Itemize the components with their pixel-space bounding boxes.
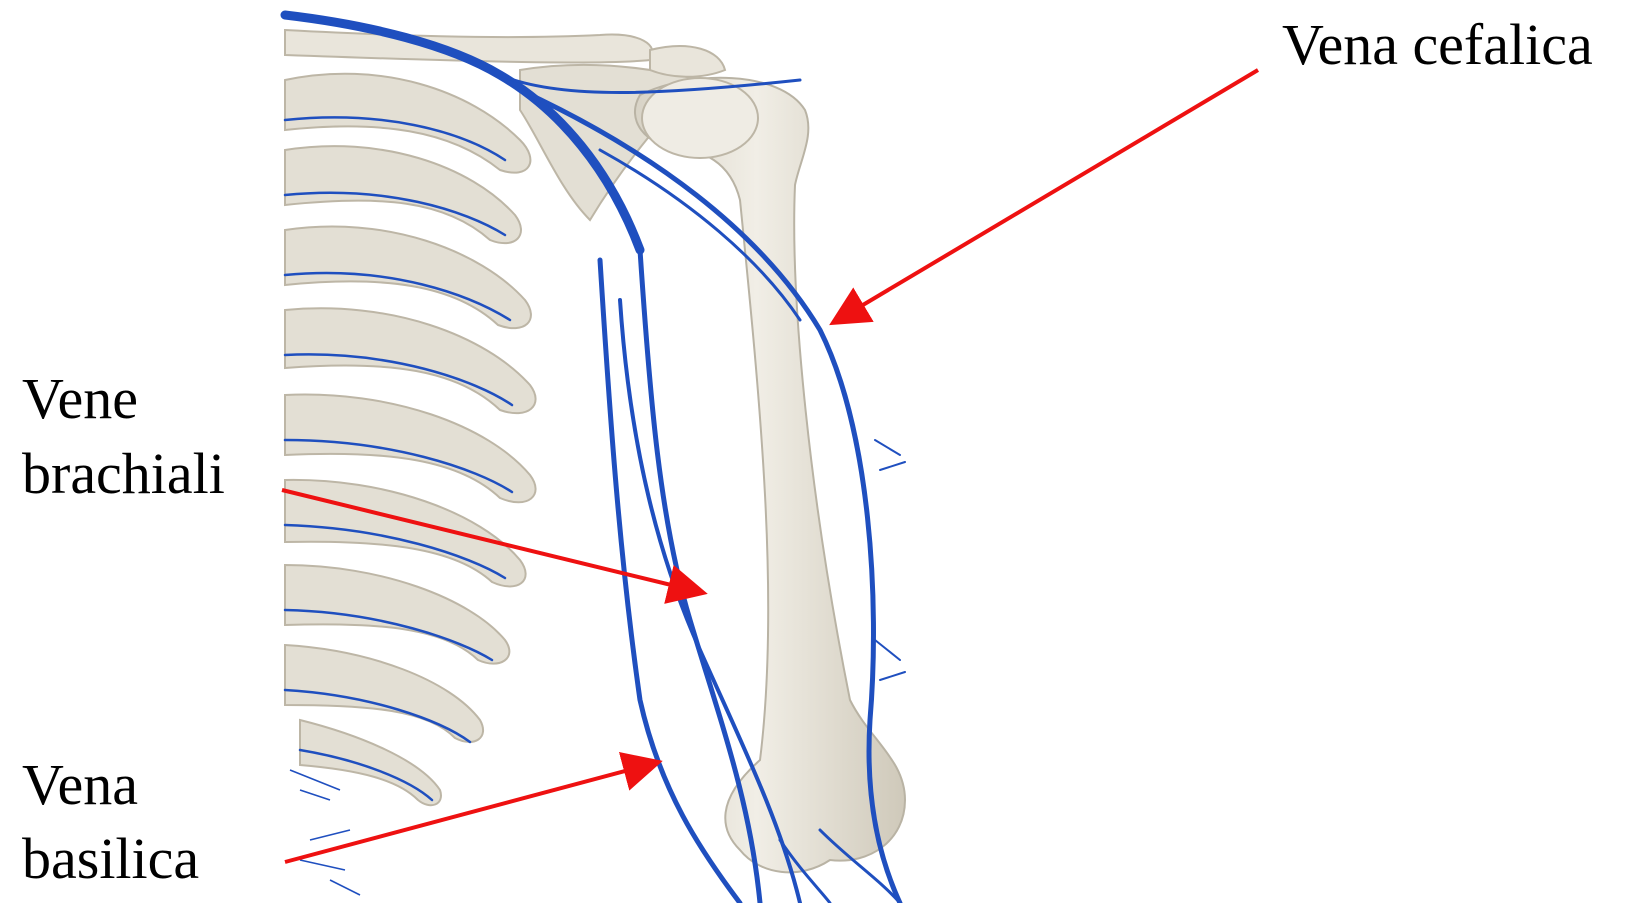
label-vene-brachiali-line1: Vene <box>22 366 138 432</box>
acromion <box>650 46 725 77</box>
basilic-vein <box>600 260 740 903</box>
arrow-cefalica <box>836 70 1258 321</box>
label-vena-basilica-line2: basilica <box>22 826 199 892</box>
label-vena-cefalica: Vena cefalica <box>1282 12 1593 78</box>
rib <box>300 720 441 805</box>
label-vene-brachiali-line2: brachiali <box>22 441 225 507</box>
label-vena-basilica-line1: Vena <box>22 752 138 818</box>
brachial-vein <box>640 250 760 903</box>
arrow-basilica <box>285 763 655 862</box>
